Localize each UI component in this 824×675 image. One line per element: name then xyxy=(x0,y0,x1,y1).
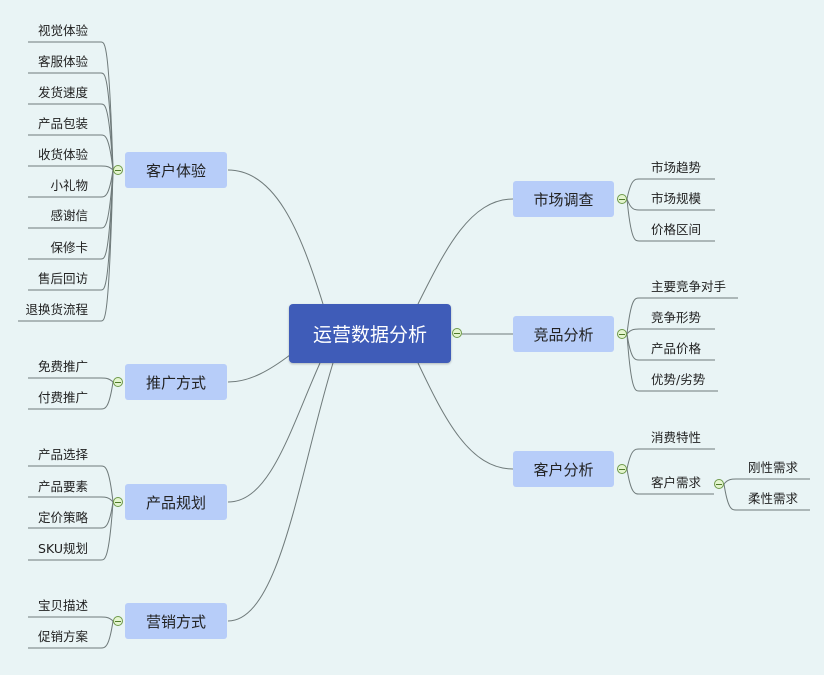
leaf-market-trend[interactable]: 市场趋势 xyxy=(651,160,702,175)
root-to-product-planning-line xyxy=(227,362,321,503)
customer-experience-fan-5 xyxy=(100,169,114,198)
competitor-fan-3 xyxy=(626,333,640,392)
leaf-product-selection[interactable]: 产品选择 xyxy=(37,447,88,462)
customer-analysis-fan-0 xyxy=(626,448,640,470)
competitor-fan-2 xyxy=(626,333,640,361)
root-topic[interactable]: 运营数据分析 xyxy=(289,304,451,363)
customer-experience-collapse-icon[interactable] xyxy=(113,165,123,175)
leaf-thank-you-letter[interactable]: 感谢信 xyxy=(50,208,88,223)
marketing-fan-0 xyxy=(100,616,114,622)
marketing-collapse-icon[interactable] xyxy=(113,616,123,626)
leaf-receiving-experience[interactable]: 收货体验 xyxy=(37,147,88,162)
competitor-collapse-icon[interactable] xyxy=(617,329,627,339)
leaf-pricing-strategy[interactable]: 定价策略 xyxy=(37,510,88,525)
leaf-small-gift[interactable]: 小礼物 xyxy=(50,178,88,193)
leaf-competitive-situation[interactable]: 竞争形势 xyxy=(651,310,702,325)
product-planning-fan-3 xyxy=(100,501,114,561)
customer-experience-fan-1 xyxy=(100,72,114,171)
leaf-product-packaging[interactable]: 产品包装 xyxy=(37,116,88,131)
leaf-strengths-weaknesses[interactable]: 优势/劣势 xyxy=(651,372,706,387)
topic-marketing[interactable]: 营销方式 xyxy=(125,603,227,639)
competitor-fan-0 xyxy=(626,297,640,335)
leaf-service-experience[interactable]: 客服体验 xyxy=(37,54,88,69)
market-research-fan-2 xyxy=(626,198,640,242)
promotion-collapse-icon[interactable] xyxy=(113,377,123,387)
root-to-customer-analysis-line xyxy=(417,362,514,470)
leaf-price-range[interactable]: 价格区间 xyxy=(651,222,702,237)
leaf-warranty-card[interactable]: 保修卡 xyxy=(50,240,88,255)
topic-promotion[interactable]: 推广方式 xyxy=(125,364,227,400)
topic-customer-analysis[interactable]: 客户分析 xyxy=(513,451,614,487)
root-collapse-toggle-icon[interactable] xyxy=(452,328,462,338)
leaf-sku-planning[interactable]: SKU规划 xyxy=(38,541,88,556)
topic-market-research[interactable]: 市场调查 xyxy=(513,181,614,217)
customer-needs-fan-0 xyxy=(723,478,737,485)
leaf-paid-promotion[interactable]: 付费推广 xyxy=(37,390,88,405)
leaf-visual-experience[interactable]: 视觉体验 xyxy=(37,23,88,38)
product-planning-collapse-icon[interactable] xyxy=(113,497,123,507)
leaf-after-sales-visit[interactable]: 售后回访 xyxy=(37,271,88,286)
customer-experience-fan-3 xyxy=(100,134,114,171)
customer-experience-fan-2 xyxy=(100,103,114,171)
leaf-rigid-demand[interactable]: 刚性需求 xyxy=(748,460,799,475)
market-research-collapse-icon[interactable] xyxy=(617,194,627,204)
leaf-customer-needs[interactable]: 客户需求 xyxy=(651,475,702,490)
leaf-product-price[interactable]: 产品价格 xyxy=(651,341,702,356)
customer-needs-collapse-icon[interactable] xyxy=(714,479,724,489)
competitor-fan-1 xyxy=(626,328,640,335)
root-to-market-research-line xyxy=(417,198,514,305)
customer-analysis-collapse-icon[interactable] xyxy=(617,464,627,474)
topic-product-planning[interactable]: 产品规划 xyxy=(125,484,227,520)
leaf-market-size[interactable]: 市场规模 xyxy=(651,191,702,206)
product-planning-fan-1 xyxy=(100,496,114,503)
leaf-promotion-plan[interactable]: 促销方案 xyxy=(37,629,88,644)
leaf-free-promotion[interactable]: 免费推广 xyxy=(37,359,88,374)
product-planning-fan-2 xyxy=(100,501,114,529)
topic-customer-experience[interactable]: 客户体验 xyxy=(125,152,227,188)
market-research-fan-0 xyxy=(626,178,640,200)
leaf-shipping-speed[interactable]: 发货速度 xyxy=(37,85,88,100)
customer-analysis-fan-1 xyxy=(626,468,640,495)
promotion-fan-1 xyxy=(100,381,114,410)
product-planning-fan-0 xyxy=(100,465,114,503)
customer-experience-fan-9 xyxy=(100,169,114,322)
topic-competitor-analysis[interactable]: 竞品分析 xyxy=(513,316,614,352)
leaf-return-process[interactable]: 退换货流程 xyxy=(25,302,88,317)
root-to-customer-experience-line xyxy=(227,169,324,305)
leaf-consumer-traits[interactable]: 消费特性 xyxy=(651,430,702,445)
root-to-promotion-line xyxy=(227,354,291,383)
market-research-fan-1 xyxy=(626,198,640,211)
customer-experience-fan-4 xyxy=(100,165,114,171)
root-to-marketing-line xyxy=(227,362,334,622)
leaf-product-elements[interactable]: 产品要素 xyxy=(37,479,88,494)
customer-needs-fan-1 xyxy=(723,483,737,511)
leaf-main-competitors[interactable]: 主要竞争对手 xyxy=(651,279,727,294)
marketing-fan-1 xyxy=(100,620,114,649)
promotion-fan-0 xyxy=(100,377,114,383)
leaf-flexible-demand[interactable]: 柔性需求 xyxy=(748,491,799,506)
leaf-product-description[interactable]: 宝贝描述 xyxy=(37,598,88,613)
